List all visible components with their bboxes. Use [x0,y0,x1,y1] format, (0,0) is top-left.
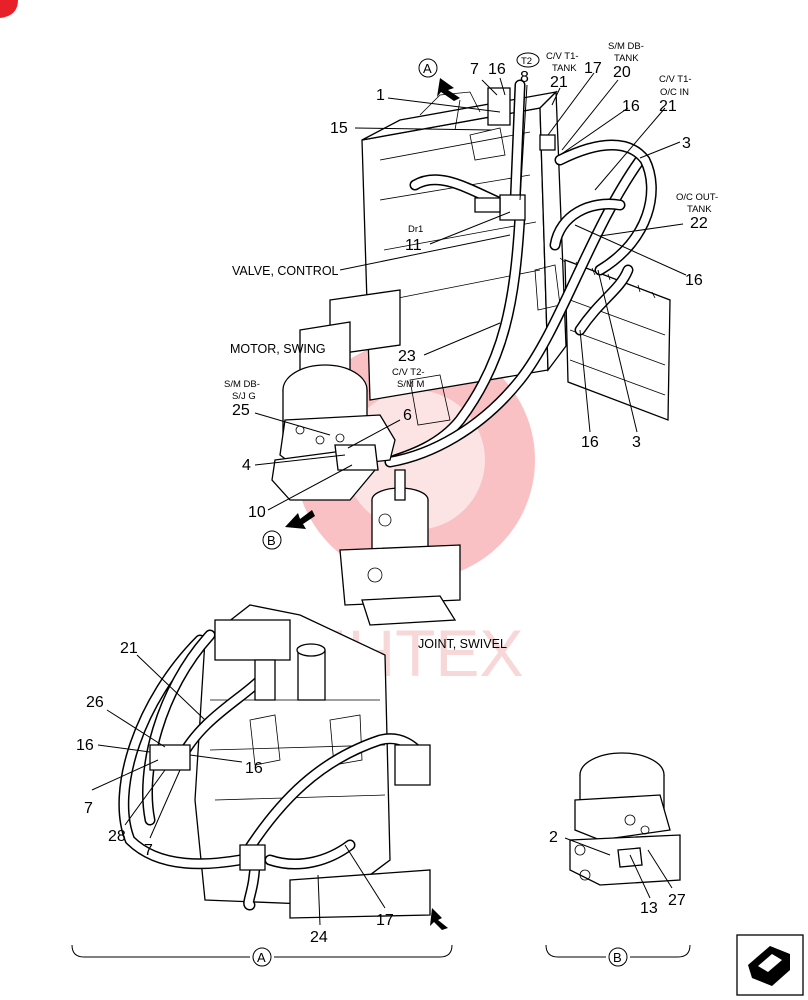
label-cv-t2-line1: C/V T2- [392,367,425,378]
label-20: 20 [613,64,631,81]
view-a-drawing [118,604,431,919]
label-21-top: 21 [550,74,568,91]
label-22: 22 [690,215,708,232]
next-page-icon[interactable] [736,934,804,996]
label-23: 23 [398,348,416,365]
label-16-view-a-left: 16 [76,737,94,754]
label-t2: T2 [521,56,532,67]
view-b-bracket [545,944,691,958]
label-26: 26 [86,694,104,711]
label-3-lower: 3 [632,434,641,451]
label-16-top: 16 [488,61,506,78]
upper-hoses [384,79,657,468]
label-cv-t1-oc-line2: O/C IN [660,87,689,98]
label-sm-db-tank-line2: TANK [614,53,639,64]
label-16-right: 16 [685,272,703,289]
label-24: 24 [310,929,328,946]
label-6: 6 [403,407,412,424]
label-16-mid: 16 [622,98,640,115]
label-8: 8 [520,69,529,86]
label-10: 10 [248,504,266,521]
label-motor-swing: MOTOR, SWING [230,342,326,356]
label-cv-t1-tank-line1: C/V T1- [546,51,579,62]
label-27: 27 [668,892,686,909]
view-a-marker: A [257,950,266,965]
label-17-view-a: 17 [376,912,394,929]
label-cv-t1-oc-line1: C/V T1- [659,74,692,85]
view-b-callout-circle [262,530,282,550]
label-7-view-a-2: 7 [144,842,153,859]
label-17-top: 17 [584,60,602,77]
oil-cooler-drawing [559,257,671,421]
label-16-lower: 16 [581,434,599,451]
view-b-arrow [285,510,315,529]
label-7-view-a-1: 7 [84,800,93,817]
view-b-marker: B [613,950,622,965]
view-a-small-arrow [430,908,448,930]
label-4: 4 [242,457,251,474]
label-2: 2 [549,829,558,846]
view-a-marker-circle [252,947,272,967]
label-21-view-a: 21 [120,640,138,657]
label-dr1: Dr1 [408,224,423,235]
view-a-callout-circle [418,58,438,78]
label-21-right: 21 [659,98,677,115]
label-11: 11 [405,237,422,254]
t2-oval [516,52,540,68]
label-oc-out-line1: O/C OUT- [676,192,718,203]
label-sm-db-tank-line1: S/M DB- [608,41,644,52]
label-16-view-a-mid: 16 [245,760,263,777]
swivel-joint-drawing [339,469,461,626]
view-b-callout: B [267,533,276,548]
label-sm-db-sjg-line2: S/J G [232,391,256,402]
label-1: 1 [376,87,385,104]
label-cv-t1-tank-line2: TANK [552,63,577,74]
view-a-arrow [437,78,460,101]
label-25: 25 [232,402,250,419]
corner-mark [0,0,18,18]
leader-lines [91,72,687,926]
label-cv-t2-line2: S/M M [397,379,425,390]
label-13: 13 [640,900,658,917]
label-valve-control: VALVE, CONTROL [232,264,339,278]
view-b-marker-circle [608,947,628,967]
label-3-top: 3 [682,135,691,152]
view-b-drawing [569,752,681,886]
label-28: 28 [108,828,126,845]
view-a-bracket [71,944,453,958]
label-oc-out-line2: TANK [687,204,712,215]
view-a-callout: A [423,61,432,76]
label-7-top: 7 [470,61,479,78]
label-sm-db-sjg-line1: S/M DB- [224,379,260,390]
label-joint-swivel: JOINT, SWIVEL [418,637,507,651]
label-15: 15 [330,120,348,137]
